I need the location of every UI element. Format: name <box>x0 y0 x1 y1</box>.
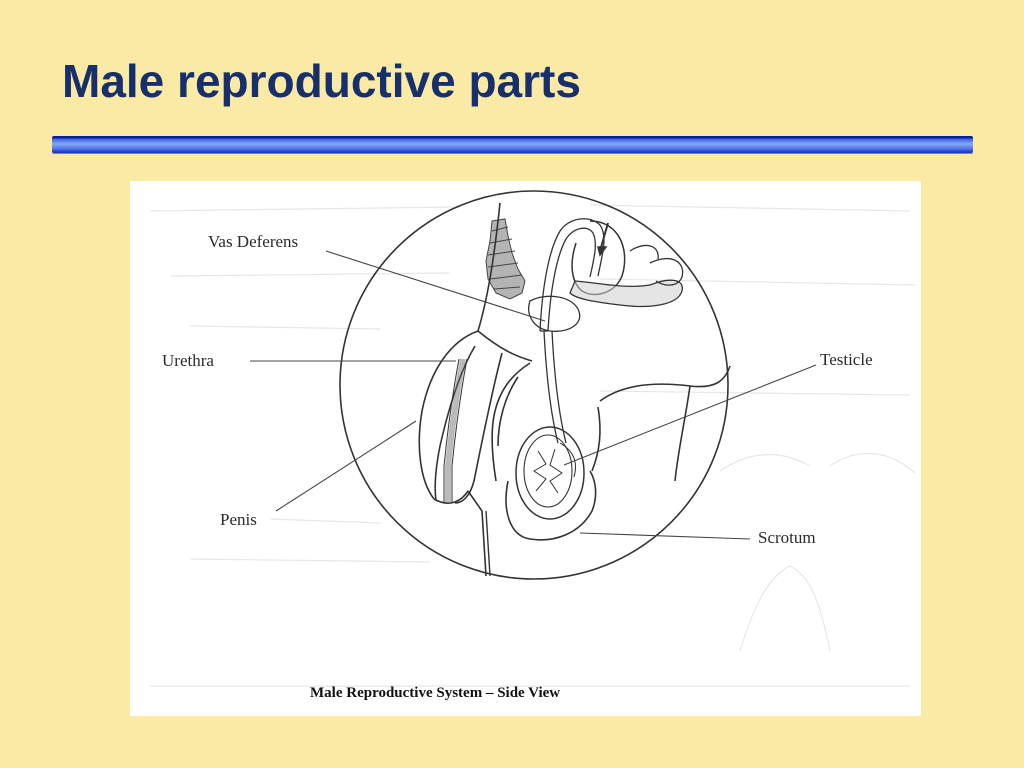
label-scrotum: Scrotum <box>758 528 816 547</box>
penis-shape <box>434 345 531 504</box>
reproductive-diagram: Vas Deferens Urethra Penis Testicle Scro… <box>149 190 916 701</box>
title-divider <box>52 136 973 153</box>
leader-lines <box>250 250 817 540</box>
diagram-caption: Male Reproductive System – Side View <box>310 685 560 701</box>
label-testicle: Testicle <box>820 350 873 369</box>
diagram-panel: Vas Deferens Urethra Penis Testicle Scro… <box>130 181 921 716</box>
background-bleed <box>149 204 916 687</box>
seminal-vesicle <box>569 244 684 308</box>
vas-deferens-tube <box>539 218 605 444</box>
slide-title: Male reproductive parts <box>62 55 581 107</box>
pubic-hair <box>485 218 526 300</box>
testicle-shape <box>515 426 585 520</box>
prostate <box>528 295 581 332</box>
label-vas-deferens: Vas Deferens <box>208 232 298 251</box>
urethra-tube <box>445 358 466 503</box>
label-penis: Penis <box>220 510 257 529</box>
diagram-circle <box>339 190 729 580</box>
scrotum-shape <box>505 470 597 541</box>
body-outline <box>418 202 731 577</box>
label-urethra: Urethra <box>162 351 214 370</box>
